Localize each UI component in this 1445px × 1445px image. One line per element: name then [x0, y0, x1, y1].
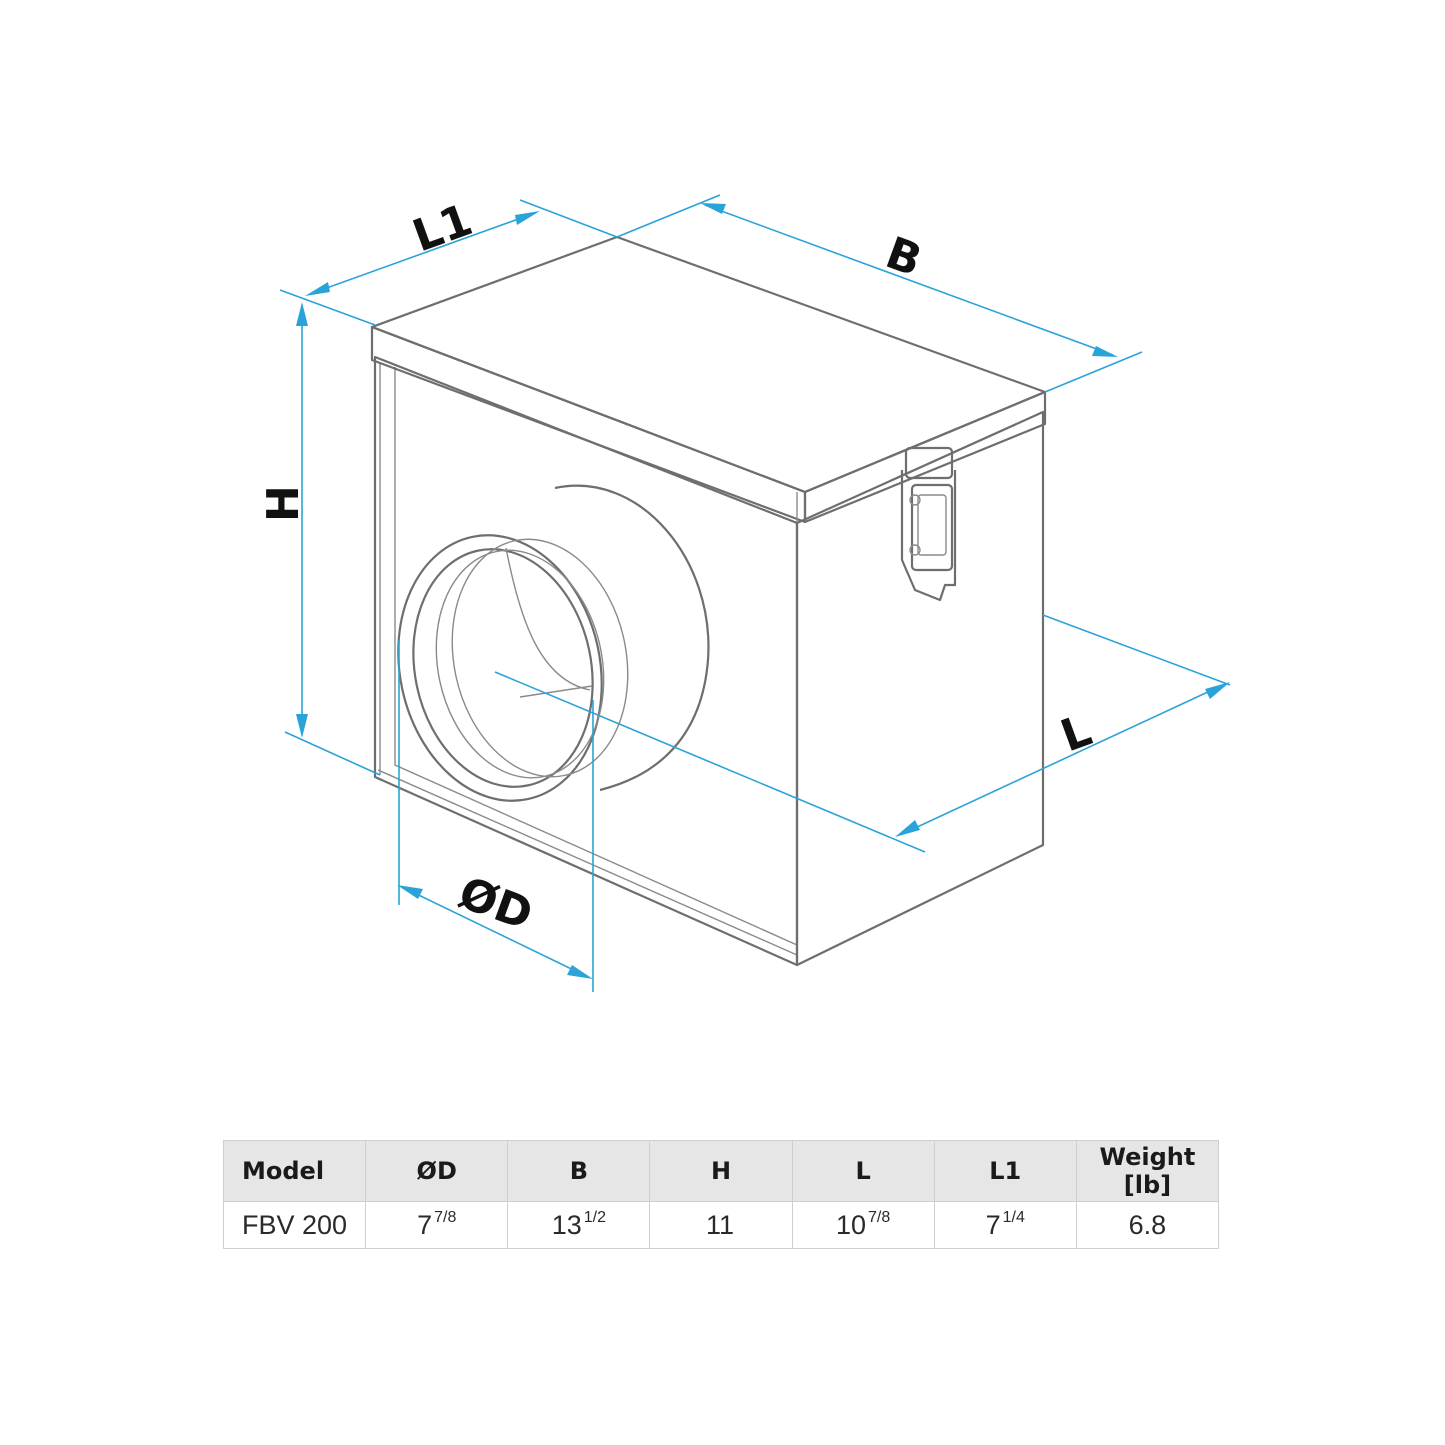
header-h: H	[649, 1140, 793, 1202]
dimension-h	[296, 302, 308, 738]
header-weight: Weight [lb]	[1075, 1140, 1220, 1202]
dimension-l1	[305, 211, 540, 296]
dimension-d	[397, 885, 593, 979]
filter-box-diagram: L1 B H L ØD	[258, 194, 1231, 992]
cell-l-frac: 7/8	[868, 1209, 891, 1226]
header-model: Model	[222, 1140, 367, 1202]
label-d: ØD	[452, 867, 539, 940]
cell-b-whole: 13	[551, 1210, 582, 1240]
cell-l1-whole: 7	[985, 1210, 1001, 1240]
latch-icon	[900, 446, 957, 602]
cell-model: FBV 200	[222, 1201, 367, 1249]
box-bottom-inner	[377, 769, 798, 956]
dimension-b	[700, 203, 1118, 357]
cell-b-frac: 1/2	[583, 1209, 606, 1226]
cell-d-whole: 7	[417, 1210, 433, 1240]
cell-h-whole: 11	[705, 1210, 734, 1240]
box-lid-side-lip	[803, 390, 1047, 524]
table-header-row: Model ØD B H L L1 Weight [lb]	[222, 1140, 1220, 1202]
label-h: H	[258, 485, 309, 522]
header-b: B	[507, 1140, 651, 1202]
box-front-inner-frame	[394, 367, 798, 946]
cell-l-whole: 10	[835, 1210, 867, 1240]
cell-l1-frac: 1/4	[1002, 1209, 1025, 1226]
header-l: L	[791, 1140, 935, 1202]
box-lid-front-lip	[370, 325, 807, 524]
cell-weight: 6.8	[1075, 1201, 1220, 1249]
cell-d-frac: 7/8	[434, 1209, 457, 1226]
header-d: ØD	[365, 1140, 509, 1202]
dimension-l	[895, 682, 1230, 837]
spigot	[397, 484, 710, 802]
box-front-face	[373, 355, 799, 967]
cell-h: 11	[649, 1201, 793, 1249]
extension-lines	[279, 194, 1231, 992]
label-l1: L1	[406, 194, 479, 262]
box-side-face	[795, 410, 1045, 967]
label-b: B	[879, 227, 928, 286]
label-l: L	[1054, 705, 1098, 763]
header-l1: L1	[933, 1140, 1077, 1202]
